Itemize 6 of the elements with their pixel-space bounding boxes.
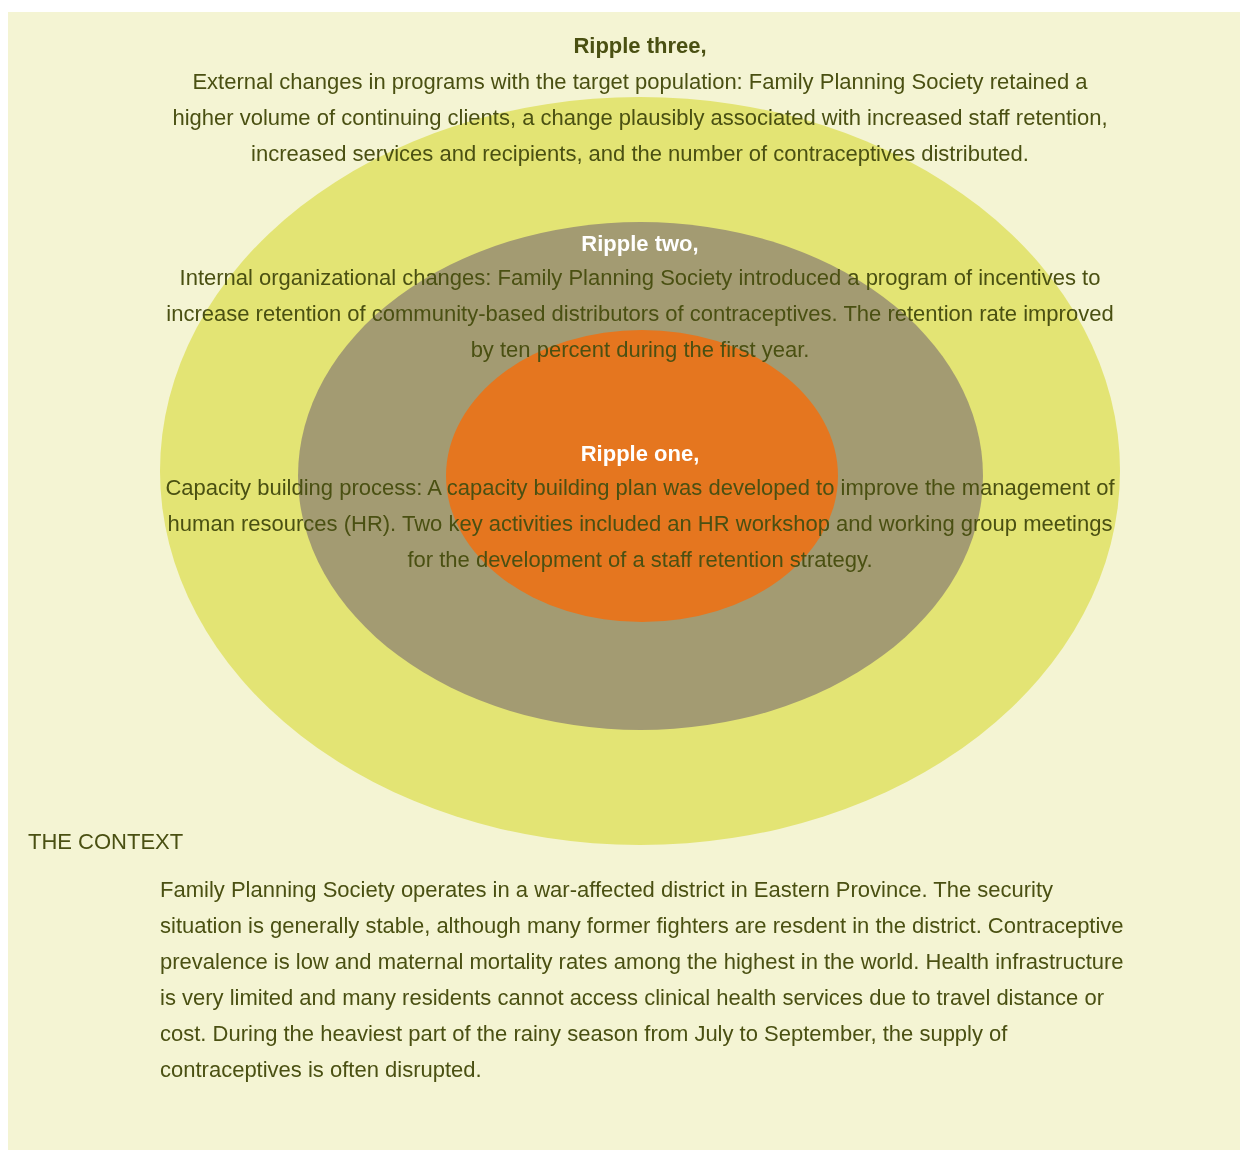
ripple-heading: Ripple three, <box>572 32 708 60</box>
ripple-heading: Ripple two, <box>580 230 700 258</box>
description-text: Family Planning Society operates in a war-affected district in Eastern Province. The security situation is generally stable, although many former fighters are resdent in the district. Contraceptive prevalence is low and maternal mortality rates among the highest in the world. Health infrastructure is very limited and many residents cannot access clinical health services due to travel distance or cost. During the heaviest part of the rainy season from July to September, the supply of contraceptives is often disrupted. <box>160 876 1125 1084</box>
ripple-heading: Ripple one, <box>579 440 701 468</box>
context-panel <box>8 12 1240 1150</box>
ripple-heading: THE CONTEXT <box>28 828 185 856</box>
